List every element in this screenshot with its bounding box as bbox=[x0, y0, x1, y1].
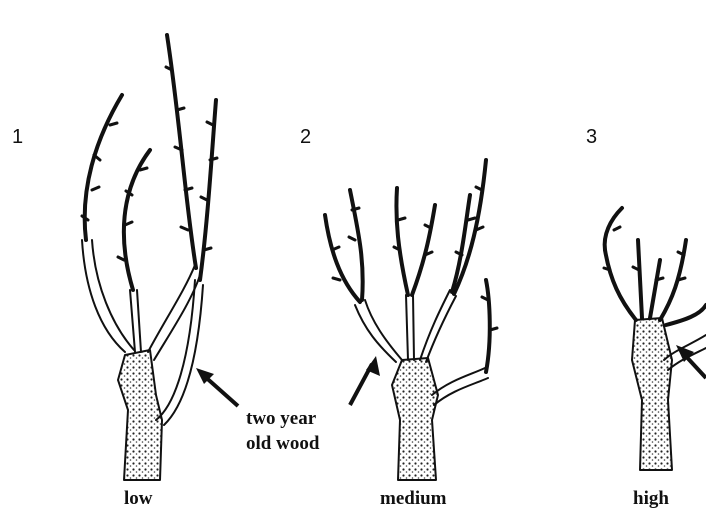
shoot-low-3b bbox=[154, 275, 200, 360]
tip-low-4 bbox=[200, 100, 216, 280]
tip-low-1 bbox=[85, 95, 122, 240]
panel-number-1: 1 bbox=[12, 126, 23, 149]
panel-number-2: 2 bbox=[300, 126, 311, 149]
trunk-high bbox=[632, 318, 672, 470]
shoot-low-2b bbox=[137, 290, 141, 352]
tip-low-2 bbox=[124, 150, 150, 290]
annotation-two-year-wood: two year old wood bbox=[246, 406, 319, 456]
caption-medium: medium bbox=[380, 488, 447, 510]
panel-number-3: 3 bbox=[586, 126, 597, 149]
caption-high: high bbox=[633, 488, 669, 510]
annotation-line-1: two year bbox=[246, 406, 319, 431]
annotation-line-2: old wood bbox=[246, 431, 319, 456]
arrow-medium bbox=[350, 356, 380, 405]
trunk-low bbox=[118, 350, 162, 480]
tree-high bbox=[604, 208, 706, 470]
shoot-low-1b bbox=[92, 240, 134, 350]
shoot-low-2 bbox=[130, 290, 135, 352]
arrow-two-year-wood bbox=[196, 368, 238, 406]
caption-low: low bbox=[124, 488, 153, 510]
tree-low bbox=[82, 35, 217, 480]
trunk-medium bbox=[392, 358, 438, 480]
tree-medium bbox=[325, 160, 497, 480]
